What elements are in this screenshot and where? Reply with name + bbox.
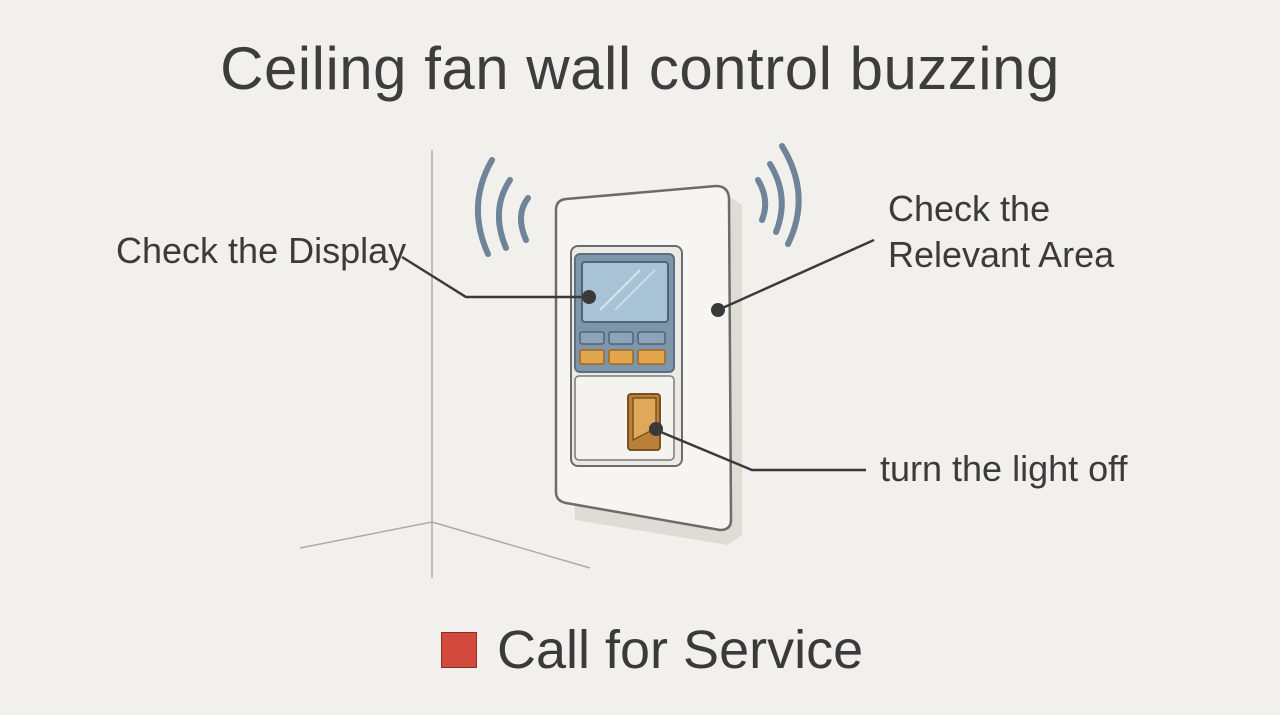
callout-dot-light xyxy=(649,422,663,436)
keypad-button xyxy=(579,349,605,365)
keypad-button xyxy=(637,331,666,345)
callout-label-relevant-area: Check the Relevant Area xyxy=(888,186,1114,278)
callout-label-relevant-line2: Relevant Area xyxy=(888,234,1115,275)
callout-line-display xyxy=(401,255,588,299)
control-module xyxy=(570,245,683,467)
callout-lines xyxy=(401,238,875,472)
keypad-button xyxy=(579,331,605,345)
wall-corner-lines xyxy=(299,150,591,578)
legend-label: Call for Service xyxy=(497,620,864,680)
callout-dot-display xyxy=(582,290,596,304)
callout-line-light xyxy=(655,428,866,472)
sound-waves-left-icon xyxy=(474,157,531,257)
keypad-button xyxy=(608,349,634,365)
callout-label-display: Check the Display xyxy=(116,230,407,271)
callout-label-relevant-line1: Check the xyxy=(888,188,1051,229)
legend-swatch xyxy=(441,632,477,668)
callout-dots xyxy=(582,290,725,436)
sound-waves-right-icon xyxy=(755,143,802,247)
legend: Call for Service xyxy=(441,620,864,680)
callout-label-light-switch: turn the light off xyxy=(880,448,1128,489)
callout-dot-relevant xyxy=(711,303,725,317)
keypad-button xyxy=(637,349,666,365)
light-switch-icon xyxy=(627,393,661,451)
display-screen xyxy=(581,261,669,323)
page-title: Ceiling fan wall control buzzing xyxy=(220,35,1060,102)
callout-line-relevant xyxy=(717,238,875,312)
keypad-button xyxy=(608,331,634,345)
